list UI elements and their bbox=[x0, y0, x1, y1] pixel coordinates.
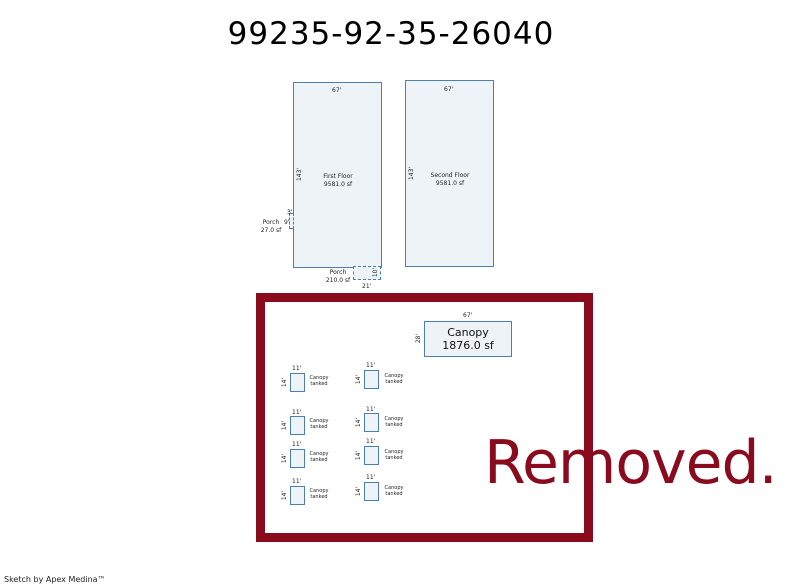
first-floor-width-dim: 67' bbox=[332, 87, 342, 94]
small-canopy-box[interactable] bbox=[290, 373, 305, 392]
small-canopy-width-dim: 11' bbox=[366, 474, 376, 481]
small-canopy-box[interactable] bbox=[290, 486, 305, 505]
porch-left-area: 27.0 sf bbox=[260, 227, 282, 234]
small-canopy-height-dim: 14' bbox=[355, 450, 363, 461]
removed-stamp-text: Removed. bbox=[484, 428, 778, 498]
small-canopy-label: Canopy tanked bbox=[308, 488, 330, 500]
small-canopy-box[interactable] bbox=[364, 413, 379, 432]
small-canopy-height-dim: 14' bbox=[281, 453, 289, 464]
small-canopy-box[interactable] bbox=[290, 449, 305, 468]
porch-bottom-name: Porch bbox=[329, 269, 347, 276]
removed-frame bbox=[256, 293, 593, 542]
small-canopy-label: Canopy tanked bbox=[308, 451, 330, 463]
small-canopy-area: tanked bbox=[385, 455, 403, 461]
small-canopy-width-dim: 11' bbox=[292, 409, 302, 416]
small-canopy-height-dim: 14' bbox=[281, 377, 289, 388]
small-canopy-width-dim: 11' bbox=[292, 478, 302, 485]
small-canopy-label: Canopy tanked bbox=[308, 375, 330, 387]
small-canopy-height-dim: 14' bbox=[355, 374, 363, 385]
small-canopy-area: tanked bbox=[385, 422, 403, 428]
porch-left-dim-h: 9' bbox=[284, 219, 290, 226]
small-canopy-area: tanked bbox=[310, 494, 328, 500]
porch-bottom-area: 210.0 sf bbox=[325, 277, 351, 284]
small-canopy-height-dim: 14' bbox=[281, 490, 289, 501]
small-canopy-width-dim: 11' bbox=[366, 406, 376, 413]
small-canopy-name: Canopy bbox=[309, 418, 329, 424]
porch-left-box[interactable] bbox=[289, 213, 294, 229]
small-canopy-name: Canopy bbox=[384, 373, 404, 379]
canopy-main-label: Canopy 1876.0 sf bbox=[424, 326, 512, 352]
small-canopy-area: tanked bbox=[310, 424, 328, 430]
small-canopy-name: Canopy bbox=[384, 416, 404, 422]
small-canopy-height-dim: 14' bbox=[281, 420, 289, 431]
small-canopy-width-dim: 11' bbox=[292, 441, 302, 448]
small-canopy-name: Canopy bbox=[309, 375, 329, 381]
small-canopy-area: tanked bbox=[385, 491, 403, 497]
first-floor-name: First Floor bbox=[323, 173, 353, 180]
small-canopy-height-dim: 14' bbox=[355, 486, 363, 497]
canopy-main-name: Canopy bbox=[447, 326, 489, 339]
second-floor-box[interactable] bbox=[405, 80, 494, 267]
canopy-main-width-dim: 67' bbox=[463, 312, 473, 319]
page-title: 99235-92-35-26040 bbox=[227, 16, 555, 52]
small-canopy-label: Canopy tanked bbox=[383, 373, 405, 385]
footer-credit: Sketch by Apex Medina™ bbox=[4, 575, 106, 584]
small-canopy-name: Canopy bbox=[384, 449, 404, 455]
porch-bottom-dim-h: 10' bbox=[372, 267, 380, 278]
small-canopy-box[interactable] bbox=[364, 446, 379, 465]
small-canopy-name: Canopy bbox=[309, 488, 329, 494]
second-floor-name: Second Floor bbox=[430, 172, 470, 179]
small-canopy-box[interactable] bbox=[290, 416, 305, 435]
second-floor-label: Second Floor 9581.0 sf bbox=[415, 172, 485, 188]
second-floor-area: 9581.0 sf bbox=[435, 180, 465, 187]
small-canopy-area: tanked bbox=[310, 381, 328, 387]
first-floor-height-dim: 143' bbox=[296, 167, 304, 182]
small-canopy-box[interactable] bbox=[364, 482, 379, 501]
first-floor-label: First Floor 9581.0 sf bbox=[303, 173, 373, 189]
porch-left-label: Porch 27.0 sf bbox=[254, 219, 288, 235]
small-canopy-name: Canopy bbox=[384, 485, 404, 491]
small-canopy-label: Canopy tanked bbox=[383, 449, 405, 461]
porch-bottom-dim-w: 21' bbox=[362, 283, 372, 290]
second-floor-height-dim: 143' bbox=[408, 166, 416, 181]
small-canopy-box[interactable] bbox=[364, 370, 379, 389]
small-canopy-width-dim: 11' bbox=[366, 362, 376, 369]
small-canopy-name: Canopy bbox=[309, 451, 329, 457]
first-floor-area: 9581.0 sf bbox=[323, 181, 353, 188]
small-canopy-width-dim: 11' bbox=[366, 438, 376, 445]
small-canopy-label: Canopy tanked bbox=[383, 485, 405, 497]
first-floor-box[interactable] bbox=[293, 82, 382, 268]
small-canopy-label: Canopy tanked bbox=[308, 418, 330, 430]
porch-left-name: Porch bbox=[262, 219, 280, 226]
porch-bottom-box[interactable] bbox=[353, 266, 381, 280]
small-canopy-area: tanked bbox=[385, 379, 403, 385]
canopy-main-box[interactable] bbox=[424, 321, 512, 357]
canopy-main-height-dim: 28' bbox=[415, 333, 423, 344]
porch-bottom-label: Porch 210.0 sf bbox=[320, 269, 356, 285]
canopy-main-area: 1876.0 sf bbox=[442, 339, 494, 352]
small-canopy-area: tanked bbox=[310, 457, 328, 463]
small-canopy-width-dim: 11' bbox=[292, 365, 302, 372]
porch-left-dim-w: 3' bbox=[287, 209, 293, 216]
second-floor-width-dim: 67' bbox=[444, 86, 454, 93]
small-canopy-height-dim: 14' bbox=[355, 417, 363, 428]
small-canopy-label: Canopy tanked bbox=[383, 416, 405, 428]
